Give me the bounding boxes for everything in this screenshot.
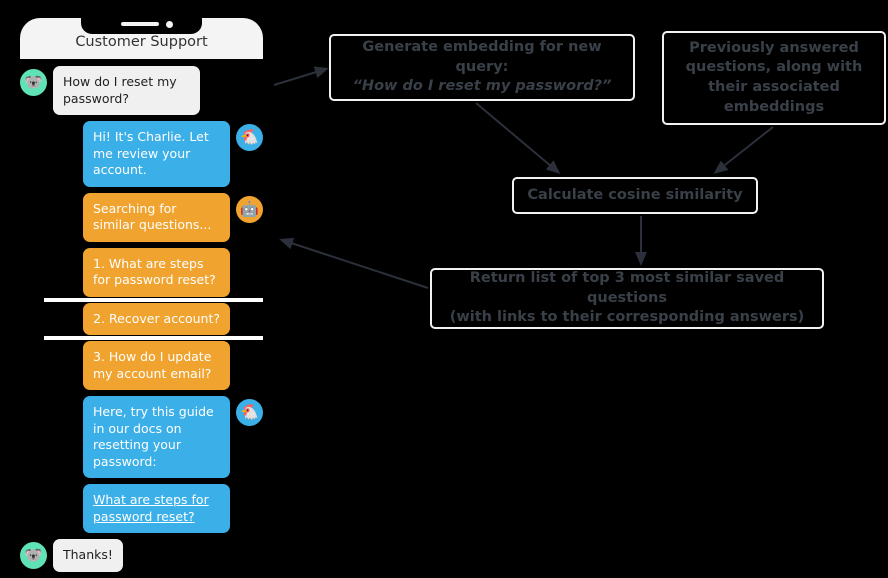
- bubble-msg-agent-link[interactable]: What are steps for password reset?: [83, 484, 230, 533]
- chat-message-msg-option-1: 1. What are steps for password reset?: [20, 247, 263, 297]
- bubble-msg-option-1: 1. What are steps for password reset?: [83, 247, 230, 297]
- bubble-msg-option-3: 3. How do I update my account email?: [83, 341, 230, 390]
- node-generate-line2: “How do I reset my password?”: [352, 78, 612, 95]
- node-return-top-results: Return list of top 3 most similar saved …: [430, 268, 824, 329]
- chicken-avatar: 🐔: [236, 399, 263, 426]
- node-previous-questions: Previously answered questions, along wit…: [662, 31, 886, 125]
- camera-dot-icon: [166, 20, 173, 28]
- robot-avatar: 🤖: [236, 195, 263, 223]
- chat-message-msg-option-3: 3. How do I update my account email?: [20, 341, 263, 390]
- chat-message-msg-option-2: 2. Recover account?: [20, 302, 263, 335]
- bubble-msg-option-2: 2. Recover account?: [83, 302, 230, 335]
- chat-message-msg-user-thanks: 🐨Thanks!: [20, 539, 263, 572]
- bubble-msg-user-question: How do I reset my password?: [53, 66, 200, 115]
- edge-return-to-chat: [279, 237, 429, 289]
- page-title: Customer Support: [75, 34, 208, 50]
- edge-generate-to-cosine: [475, 102, 561, 174]
- notch-corner-left-icon: [71, 18, 81, 28]
- bubble-msg-bot-searching: Searching for similar questions...: [83, 192, 230, 242]
- bubble-msg-user-thanks: Thanks!: [53, 539, 123, 572]
- node-generate-line1: Generate embedding for new query:: [362, 39, 602, 75]
- chat-message-msg-user-question: 🐨How do I reset my password?: [20, 66, 263, 115]
- phone-header: Customer Support: [20, 18, 263, 59]
- koala-avatar: 🐨: [20, 542, 47, 569]
- edge-chat-to-generate: [273, 66, 329, 86]
- speaker-bar-icon: [121, 21, 159, 26]
- chat-message-msg-bot-searching: Searching for similar questions...🤖: [20, 192, 263, 242]
- node-return-line2: (with links to their corresponding answe…: [449, 309, 805, 326]
- chat-message-msg-agent-link: What are steps for password reset?: [20, 484, 263, 533]
- chat-message-msg-agent-greeting: Hi! It's Charlie. Let me review your acc…: [20, 121, 263, 187]
- node-calculate-cosine-similarity: Calculate cosine similarity: [512, 177, 758, 214]
- node-return-line1: Return list of top 3 most similar saved …: [469, 270, 785, 306]
- option-separator-2: [44, 336, 263, 340]
- edge-previous-to-cosine: [713, 126, 774, 174]
- phone-notch: [81, 18, 202, 34]
- bubble-msg-agent-greeting: Hi! It's Charlie. Let me review your acc…: [83, 121, 230, 187]
- notch-corner-right-icon: [202, 18, 212, 28]
- node-cosine-text: Calculate cosine similarity: [527, 186, 743, 203]
- option-separator-1: [44, 297, 263, 302]
- chicken-avatar: 🐔: [236, 124, 263, 151]
- chat-message-msg-agent-guide: Here, try this guide in our docs on rese…: [20, 396, 263, 478]
- bubble-msg-agent-guide: Here, try this guide in our docs on rese…: [83, 396, 230, 478]
- chat-thread: 🐨How do I reset my password?Hi! It's Cha…: [20, 66, 263, 578]
- node-previous-text: Previously answered questions, along wit…: [685, 39, 863, 115]
- koala-avatar: 🐨: [20, 69, 47, 96]
- phone-mockup: Customer Support 🐨How do I reset my pass…: [20, 18, 263, 572]
- node-generate-embedding: Generate embedding for new query: “How d…: [329, 34, 635, 101]
